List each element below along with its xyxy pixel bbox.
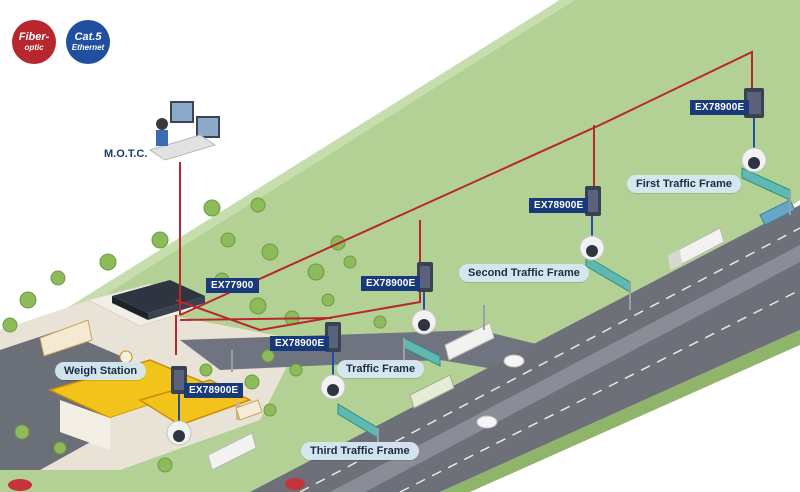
switch-icon — [171, 366, 187, 394]
camera-icon — [411, 309, 437, 335]
fiber-links — [175, 50, 753, 355]
core-switch-platform — [86, 280, 205, 327]
switch-label-weigh-station: EX78900E — [184, 383, 244, 398]
first-frame-label: First Traffic Frame — [627, 175, 741, 193]
highway — [250, 205, 800, 492]
switch-icon — [585, 186, 601, 216]
camera-icon — [166, 420, 192, 446]
fiber-legend-line2: optic — [24, 43, 44, 52]
second-frame-label: Second Traffic Frame — [459, 264, 589, 282]
vehicles — [8, 199, 796, 491]
fiber-legend-line1: Fiber- — [18, 31, 50, 43]
fiber-to-center — [179, 317, 333, 321]
switch-icon — [417, 262, 433, 292]
switch-icon — [744, 88, 764, 118]
cat5-legend-line2: Ethernet — [71, 43, 105, 52]
control-center — [148, 101, 220, 161]
highway-median — [330, 245, 800, 492]
traffic-frame-label: Traffic Frame — [337, 360, 425, 378]
lane-line — [399, 289, 800, 492]
ethernet-links — [178, 118, 755, 422]
fiber-optic-legend: Fiber- optic — [12, 20, 56, 64]
switch-label-traffic-frame: EX78900E — [270, 336, 330, 351]
camera-icon — [320, 374, 346, 400]
cat5-ethernet-legend: Cat.5 Ethernet — [66, 20, 110, 64]
camera-icon — [579, 235, 605, 261]
grass-shadow — [0, 0, 575, 355]
third-frame-label: Third Traffic Frame — [301, 442, 419, 460]
motc-label: M.O.T.C. — [104, 148, 148, 160]
roadside-strip — [440, 330, 800, 492]
weigh-station-label: Weigh Station — [55, 362, 147, 380]
fiber-trunk — [179, 50, 753, 316]
cameras — [166, 147, 767, 446]
switch-label-center: EX78900E — [361, 276, 421, 291]
traffic-gantries — [231, 167, 791, 442]
switch-label-second-frame: EX78900E — [529, 198, 589, 213]
cat5-legend-line1: Cat.5 — [74, 31, 102, 43]
switch-label-first-frame: EX78900E — [690, 100, 750, 115]
core-switch-label: EX77900 — [206, 278, 259, 293]
camera-icon — [741, 147, 767, 173]
